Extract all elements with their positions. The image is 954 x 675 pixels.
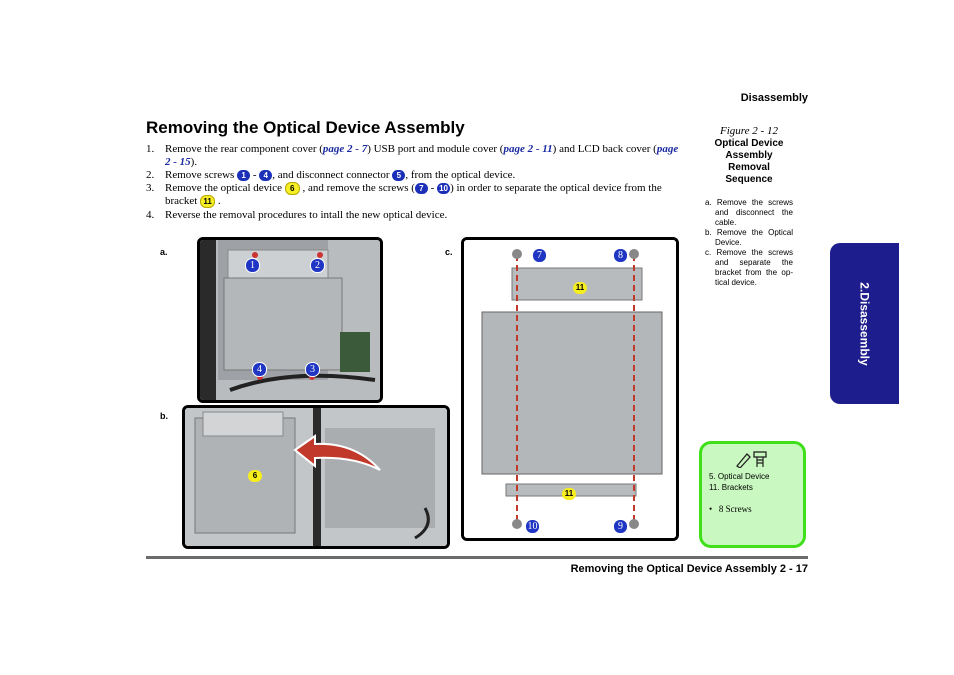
link-page-2-15[interactable]: page 2 - 15 xyxy=(165,143,679,168)
step-4: 4.Reverse the removal procedures to inta… xyxy=(146,209,448,222)
callout-10: 10 xyxy=(525,519,540,534)
callout-1: 1 xyxy=(245,258,260,273)
figure-number: Figure 2 - 12 xyxy=(720,125,778,137)
step-3: 3.Remove the optical device 6 , and remo… xyxy=(146,182,662,209)
callout-9: 9 xyxy=(613,519,628,534)
footer-rule xyxy=(146,556,808,559)
callout-11-bottom: 11 xyxy=(562,488,576,500)
callout-7: 7 xyxy=(532,248,547,263)
page-title: Removing the Optical Device Assembly xyxy=(146,118,465,137)
callout-8: 8 xyxy=(613,248,628,263)
callout-badge: 1 xyxy=(237,169,251,181)
note-items: 5. Optical Device 11. Brackets xyxy=(709,472,770,492)
figure-label-b: b. xyxy=(160,411,168,421)
photo-panel-c: 7 8 11 11 10 9 xyxy=(461,237,679,541)
callout-3: 3 xyxy=(305,362,320,377)
sequence-list: a. Remove the screws and disconnect the … xyxy=(705,198,793,288)
running-header: Disassembly xyxy=(740,92,808,104)
step-2: 2.Remove screws 1 - 4, and disconnect co… xyxy=(146,169,516,181)
callout-badge: 10 xyxy=(437,183,451,194)
note-bullet: • 8 Screws xyxy=(709,504,752,514)
note-box: 5. Optical Device 11. Brackets • 8 Screw… xyxy=(699,441,806,548)
optical-drive-installed-illustration xyxy=(200,240,380,400)
step-1: 1.Remove the rear component cover (page … xyxy=(146,143,679,168)
callout-2: 2 xyxy=(310,258,325,273)
sequence-item: a. Remove the screws and disconnect the … xyxy=(705,198,793,227)
figure-label-a: a. xyxy=(160,247,168,257)
callout-badge: 11 xyxy=(200,195,216,209)
link-page-2-7[interactable]: page 2 - 7 xyxy=(322,143,368,155)
chapter-tab-label: 2.Disassembly xyxy=(857,281,872,366)
callout-6: 6 xyxy=(248,470,262,482)
pen-and-screw-icon xyxy=(736,451,767,468)
procedure-steps: 1.Remove the rear component cover (page … xyxy=(146,143,686,222)
callout-4: 4 xyxy=(252,362,267,377)
page-footer: Removing the Optical Device Assembly 2 -… xyxy=(570,563,808,575)
figure-label-c: c. xyxy=(445,247,453,257)
callout-badge: 7 xyxy=(414,183,428,194)
callout-badge: 6 xyxy=(284,182,300,195)
callout-badge: 4 xyxy=(259,169,273,181)
link-page-2-11[interactable]: page 2 - 11 xyxy=(503,143,553,155)
sequence-item: b. Remove the Optical Device. xyxy=(705,228,793,247)
optical-drive-removal-illustration xyxy=(185,408,447,546)
callout-badge: 5 xyxy=(392,169,406,181)
sequence-item: c. Remove the screws and separate the br… xyxy=(705,248,793,287)
photo-panel-a: 1 2 4 3 xyxy=(197,237,383,403)
photo-panel-b: 6 xyxy=(182,405,450,549)
chapter-tab[interactable] xyxy=(830,243,899,404)
callout-11-top: 11 xyxy=(573,282,587,294)
